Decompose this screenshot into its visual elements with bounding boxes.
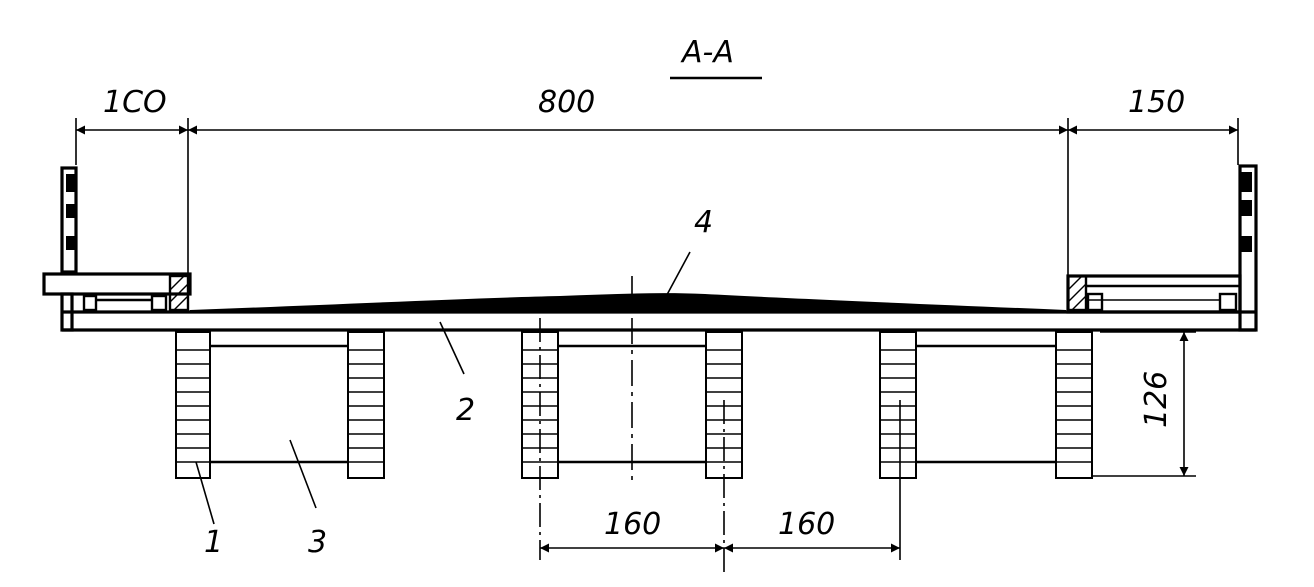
right-side-frame [1066,164,1258,332]
leader-2 [439,321,465,375]
pillar [347,331,385,479]
callout-4: 4 [694,205,713,240]
callout-2: 2 [456,393,475,428]
dim-right-width: 150 [1128,85,1185,120]
pillar [1055,331,1093,479]
leader-3 [289,439,317,509]
pillar [175,331,211,479]
pillar [705,331,743,479]
dim-left-width: 1CO [103,85,167,120]
crown-layer [190,293,1066,312]
brick-pillars [175,331,1093,479]
leader-1 [195,461,215,525]
callout-3: 3 [308,525,327,560]
callout-1: 1 [204,525,223,560]
dim-spacing-1: 160 [604,507,661,542]
leader-4 [661,251,691,305]
dim-center-width: 800 [538,85,595,120]
section-title: A-A [680,35,734,70]
beams [210,344,1056,464]
base-plate [60,310,1258,332]
left-side-frame [42,166,192,332]
dim-height: 126 [1139,371,1174,428]
pillar [879,331,917,479]
dim-spacing-2: 160 [778,507,835,542]
